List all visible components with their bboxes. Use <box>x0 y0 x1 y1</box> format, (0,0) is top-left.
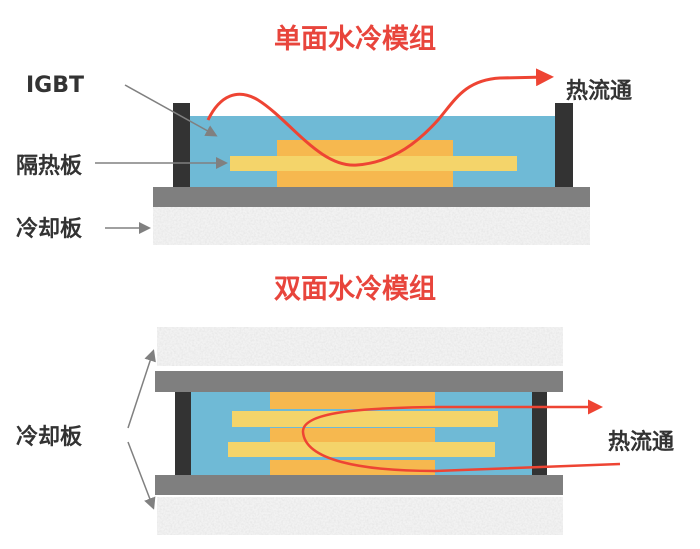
cooling-plate-texture <box>153 207 590 245</box>
insulation-board <box>232 411 498 427</box>
double-cooling-plate-label: 冷却板 <box>16 424 83 450</box>
base-plate <box>153 187 590 207</box>
bottom-base-plate <box>155 475 563 495</box>
top-base-plate <box>155 371 563 392</box>
right-wall <box>555 103 573 187</box>
insulation-board <box>228 442 495 457</box>
bottom-cooling-plate-texture <box>157 497 563 535</box>
left-wall <box>175 392 191 475</box>
double-heat-flow-label: 热流通 <box>608 429 674 455</box>
igbt-label: IGBT <box>26 73 84 98</box>
chip-layer <box>270 392 435 409</box>
heat-flow-label: 热流通 <box>566 78 632 104</box>
bottom-cooling-pointer <box>127 441 156 510</box>
double-title: 双面水冷模组 <box>274 273 436 305</box>
left-wall <box>173 103 190 187</box>
single-title: 单面水冷模组 <box>274 23 436 55</box>
top-cooling-pointer <box>127 349 156 429</box>
chip-layer <box>270 428 435 442</box>
single-module <box>95 68 590 245</box>
right-wall <box>532 392 547 475</box>
chip-layer <box>270 460 435 475</box>
heat-flow-arrow <box>206 68 554 167</box>
top-cooling-plate-texture <box>157 327 563 366</box>
double-module <box>127 327 621 535</box>
heat-flow-arrow <box>301 399 621 473</box>
cooling-plate-label: 冷却板 <box>16 216 83 242</box>
insulation-label: 隔热板 <box>16 153 83 179</box>
igbt-pointer <box>124 84 218 137</box>
